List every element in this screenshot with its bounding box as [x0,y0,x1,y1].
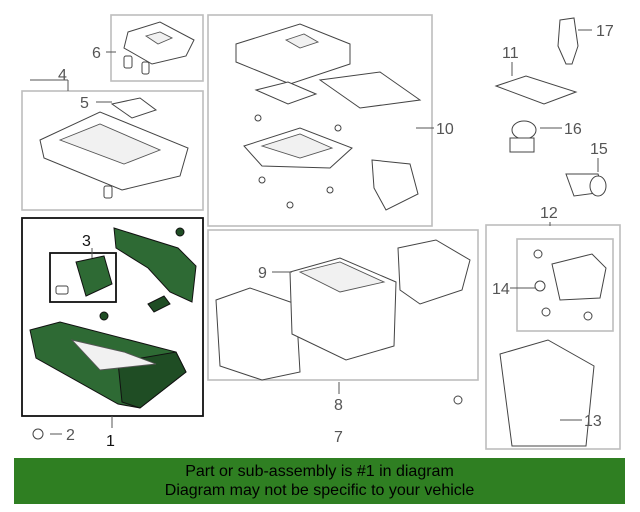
callout-9: 9 [258,265,267,282]
part-11-mat [494,75,578,105]
callout-7: 7 [334,429,343,446]
parts-diagram: 1 2 3 4 5 6 7 8 9 10 11 12 13 14 15 16 1… [21,14,621,450]
callout-5: 5 [80,95,89,112]
box-group-4 [21,90,204,211]
banner-line-1: Part or sub-assembly is #1 in diagram [185,463,454,480]
callout-13: 13 [584,413,602,430]
part-15-lighter [565,173,607,197]
box-group-3 [49,252,117,303]
part-16-power-socket [509,120,537,153]
part-17-shift-knob [557,17,579,65]
box-group-6 [110,14,204,82]
callout-2: 2 [66,427,75,444]
callout-4: 4 [58,67,67,84]
callout-10: 10 [436,121,454,138]
box-group-12 [485,224,621,450]
callout-15: 15 [590,141,608,158]
part-2-bolt [32,428,44,440]
callout-11: 11 [502,45,519,62]
part-10-armrest-lid [235,23,422,211]
callout-16: 16 [564,121,582,138]
callout-8: 8 [334,397,343,414]
part-4-console-tray [39,97,189,199]
callout-12: 12 [540,205,558,222]
callout-3: 3 [82,233,91,250]
part-6-trim-plate [123,21,195,75]
box-group-14 [516,238,614,332]
part-14-switch-assembly [533,249,607,321]
part-1-console-assembly [29,227,197,409]
part-3-bracket [75,255,113,297]
callout-6: 6 [92,45,101,62]
callout-1: 1 [106,433,115,450]
banner-line-2: Diagram may not be specific to your vehi… [164,482,475,499]
part-13-side-panel [499,339,595,447]
box-group-8 [207,229,479,381]
box-group-10 [207,14,433,227]
callout-14: 14 [492,281,510,298]
disclaimer-banner: Part or sub-assembly is #1 in diagram Di… [14,458,625,504]
callout-17: 17 [596,23,614,40]
part-5-insert [110,97,158,119]
part-8-storage-bin [215,239,471,405]
